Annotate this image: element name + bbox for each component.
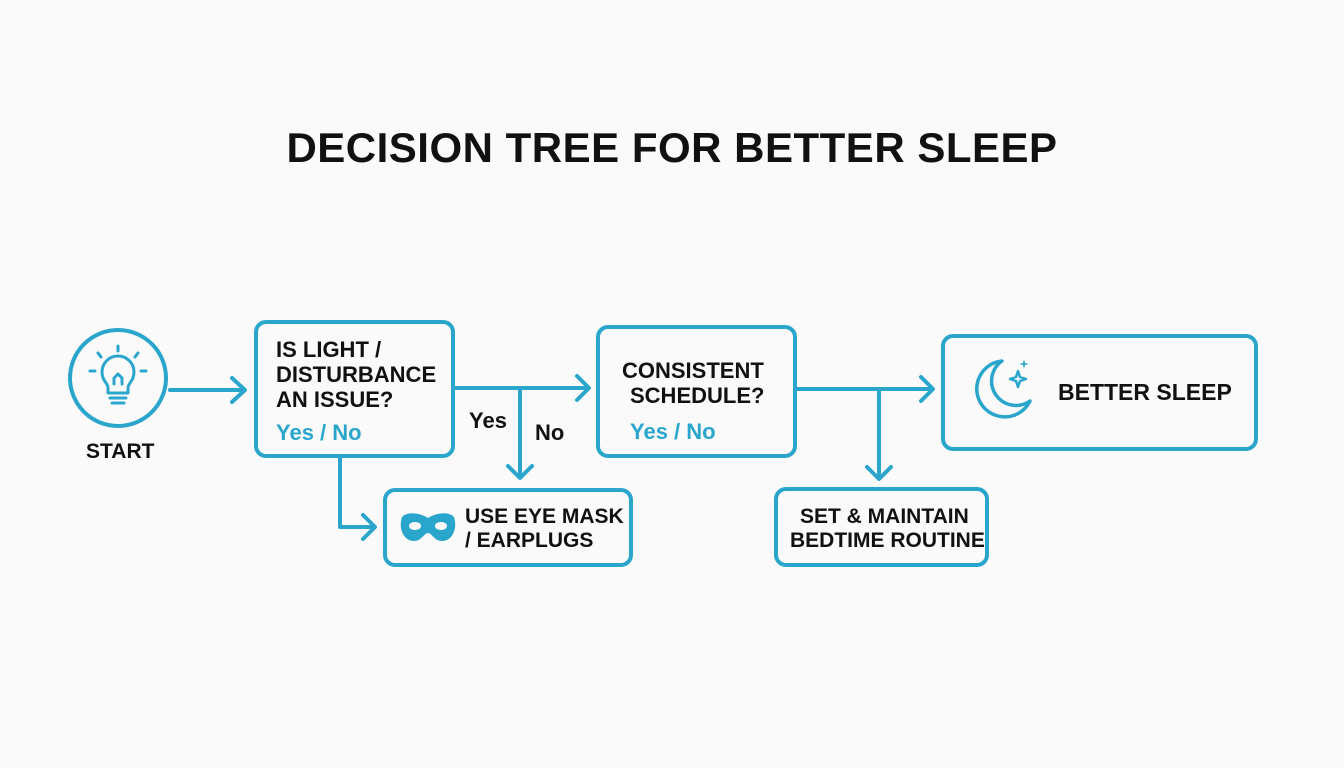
arrowhead-better-sleep bbox=[919, 375, 935, 403]
eye-mask-icon-wrap bbox=[398, 507, 458, 547]
edge-label-yes: Yes bbox=[469, 408, 507, 433]
better-sleep-label: BETTER SLEEP bbox=[1058, 379, 1232, 405]
routine-line-1: SET & MAINTAIN bbox=[800, 505, 969, 528]
eye-mask-line-1: USE EYE MASK bbox=[465, 505, 624, 528]
light-question-line-1: IS LIGHT / bbox=[276, 337, 382, 362]
routine-line-2: BEDTIME ROUTINE bbox=[790, 529, 985, 552]
arrowhead-light-question bbox=[230, 376, 247, 404]
start-node bbox=[66, 326, 170, 430]
routine-node bbox=[774, 487, 989, 567]
diagram-title: DECISION TREE FOR BETTER SLEEP bbox=[286, 124, 1058, 171]
start-label: START bbox=[86, 440, 155, 463]
connector-light-to-eye-mask bbox=[338, 454, 376, 529]
arrowhead-routine bbox=[865, 465, 893, 481]
moon-stars-icon bbox=[975, 359, 1032, 419]
light-question-line-2: DISTURBANCE bbox=[276, 362, 437, 387]
schedule-question-line-2: SCHEDULE? bbox=[630, 383, 765, 408]
arrowhead-eye-mask-top bbox=[506, 464, 534, 480]
moon-stars-icon-wrap bbox=[972, 357, 1038, 423]
schedule-question-options: Yes / No bbox=[630, 419, 716, 444]
lightbulb-icon bbox=[68, 328, 168, 428]
arrowhead-schedule-question bbox=[575, 374, 591, 402]
arrowhead-eye-mask-left bbox=[361, 513, 377, 541]
light-question-options: Yes / No bbox=[276, 420, 362, 445]
eye-mask-icon bbox=[400, 513, 456, 541]
edge-label-no: No bbox=[535, 420, 565, 445]
light-question-line-3: AN ISSUE? bbox=[276, 387, 394, 412]
light-question-node bbox=[254, 320, 455, 458]
schedule-question-line-1: CONSISTENT bbox=[622, 358, 764, 383]
schedule-question-node bbox=[596, 325, 797, 458]
eye-mask-line-2: / EARPLUGS bbox=[465, 529, 594, 552]
